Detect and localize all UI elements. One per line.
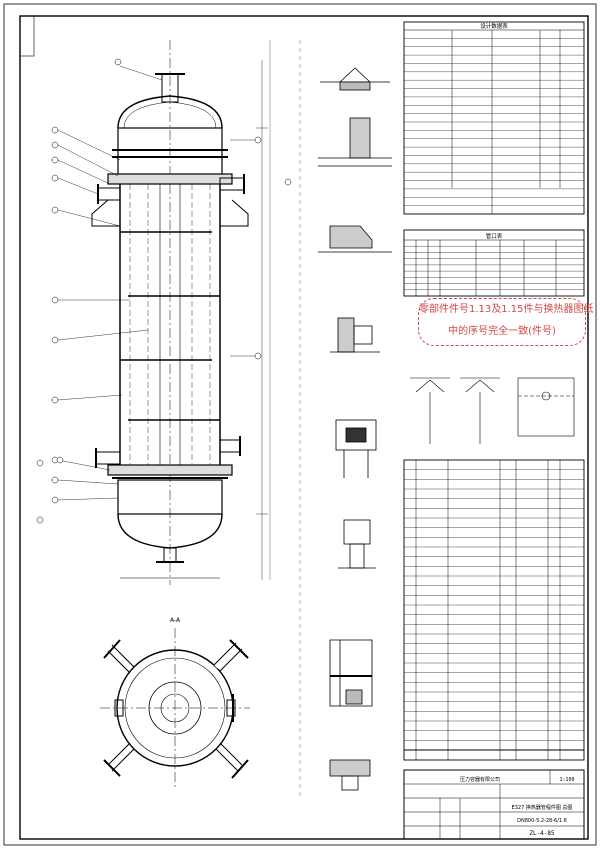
parts-list-table [403, 459, 585, 761]
nozzle-table-title: 管口表 [486, 232, 503, 240]
part-balloon [51, 206, 59, 214]
title-scale: 1:100 [559, 777, 574, 783]
part-balloon [51, 336, 59, 344]
part-balloon [254, 352, 262, 360]
vessel-elevation [91, 40, 271, 585]
part-balloon [51, 141, 59, 149]
parts-list-rows [404, 469, 584, 741]
design-table-title: 设计数据表 [480, 22, 508, 30]
part-balloon [254, 136, 262, 144]
nozzle-table [403, 229, 585, 297]
title-block [403, 769, 585, 840]
title-drawing-name: E327 换热器管程件图 总图 [512, 804, 573, 811]
annotation-line-1: 零部件件号1.13及1.15件与换热器图纸 [419, 304, 594, 315]
part-balloon [284, 178, 292, 186]
leader-lines [57, 65, 256, 501]
inner-frame [19, 15, 589, 840]
title-drawing-spec: DN800-5.2-28-6/1.6 [517, 818, 567, 824]
design-table-rows [404, 38, 584, 206]
part-balloon [51, 396, 59, 404]
part-balloon [51, 296, 59, 304]
design-data-table [403, 21, 585, 215]
part-balloon [56, 456, 64, 464]
part-balloon [51, 156, 59, 164]
part-balloon [36, 459, 44, 467]
nozzle-table-rows [404, 246, 584, 290]
corner-stamp [19, 15, 35, 57]
title-drawing-number: ZL-4-85 [529, 830, 555, 837]
section-view-label: A-A [170, 617, 181, 624]
review-annotation-bubble: 零部件件号1.13及1.15件与换热器图纸 中的序号完全一致(件号) [418, 298, 594, 346]
part-balloon [51, 476, 59, 484]
orientation-sketch [410, 377, 575, 444]
annotation-line-2: 中的序号完全一致(件号) [448, 326, 556, 337]
title-company: 压力容器有限公司 [460, 776, 500, 783]
part-balloon [51, 126, 59, 134]
detail-views [299, 40, 392, 800]
part-balloon [36, 516, 44, 524]
part-balloon [114, 58, 122, 66]
part-balloon [51, 496, 59, 504]
part-balloon [51, 174, 59, 182]
outer-frame [3, 3, 597, 846]
plan-view [100, 628, 250, 790]
